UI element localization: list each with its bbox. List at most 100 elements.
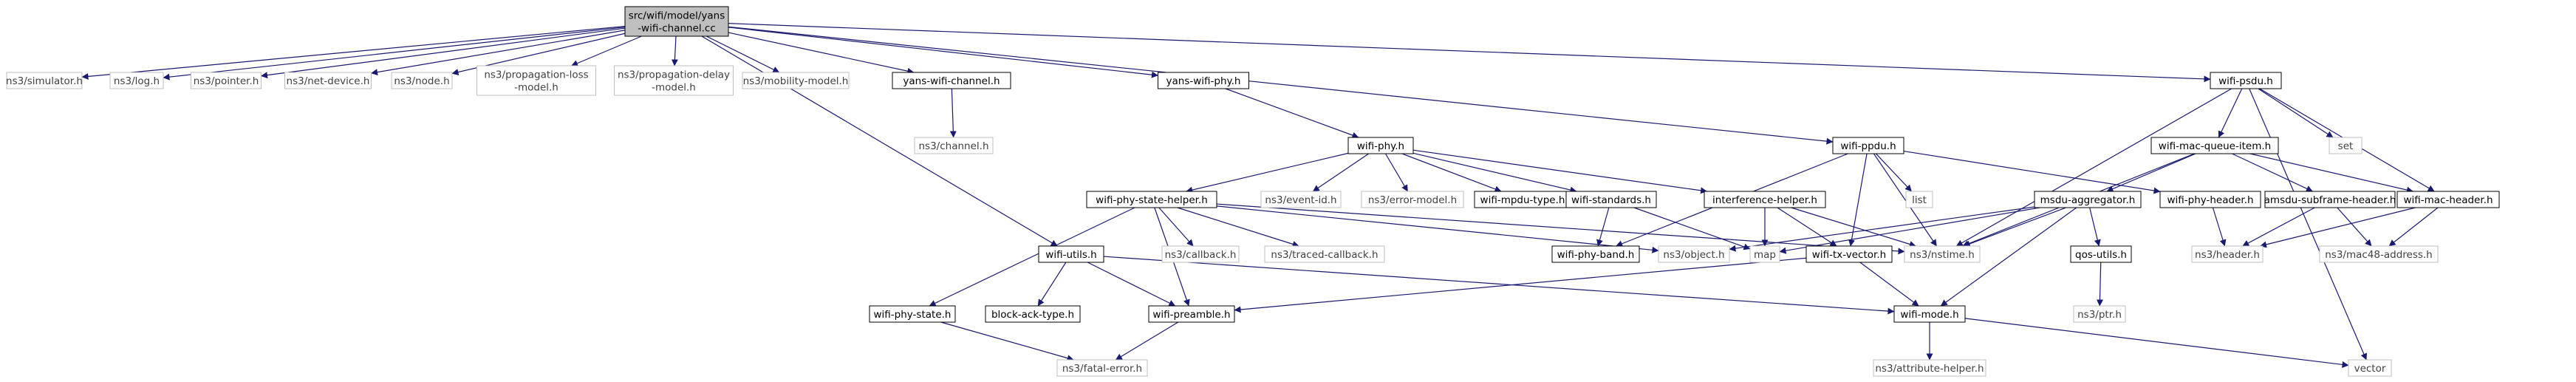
include-edge-root-to-propdelay xyxy=(671,35,678,66)
node-label-preamble: wifi-preamble.h xyxy=(1152,309,1230,321)
include-edge-wifippdu-to-txvector xyxy=(1848,153,1868,247)
node-list: list xyxy=(1905,191,1933,208)
node-netdevice: ns3/net-device.h xyxy=(284,72,372,89)
node-label-wifipsdu: wifi-psdu.h xyxy=(2218,75,2273,87)
node-fatal: ns3/fatal-error.h xyxy=(1056,359,1148,377)
include-edge-wifipsdu-to-set xyxy=(2258,88,2334,138)
node-mpdutype[interactable]: wifi-mpdu-type.h xyxy=(1474,191,1571,208)
node-qosutils[interactable]: qos-utils.h xyxy=(2070,245,2132,263)
node-box-node xyxy=(391,72,453,89)
include-edge-msdu-to-map xyxy=(1779,207,2040,254)
node-box-map xyxy=(1749,245,1780,263)
node-errormodel: ns3/error-model.h xyxy=(1361,191,1464,208)
node-root: src/wifi/model/yans-wifi-channel.cc xyxy=(624,6,729,37)
node-yanschannel[interactable]: yans-wifi-channel.h xyxy=(892,72,1011,89)
include-edge-msdu-to-mode xyxy=(1940,207,2077,307)
node-label-yansphy: yans-wifi-phy.h xyxy=(1166,75,1241,87)
node-box-fatal xyxy=(1056,359,1148,377)
include-edge-amsdu-to-header xyxy=(2242,207,2315,247)
node-blockack[interactable]: block-ack-type.h xyxy=(985,305,1081,323)
node-box-utils xyxy=(1038,245,1104,263)
node-label-phyband: wifi-phy-band.h xyxy=(1557,249,1635,261)
node-label-callback: ns3/callback.h xyxy=(1165,249,1237,261)
node-label-proploss: -model.h xyxy=(514,82,558,94)
node-label-pointer: ns3/pointer.h xyxy=(194,75,259,87)
node-label-map: map xyxy=(1754,249,1776,261)
node-label-list: list xyxy=(1912,194,1927,206)
node-channel: ns3/channel.h xyxy=(914,137,994,154)
node-box-eventid xyxy=(1260,191,1342,208)
node-phystate[interactable]: wifi-phy-state.h xyxy=(869,305,956,323)
include-edge-root-to-proploss xyxy=(571,35,642,66)
include-edge-macqueue-to-msdu xyxy=(2106,153,2196,192)
node-yansphy[interactable]: yans-wifi-phy.h xyxy=(1158,72,1249,89)
include-edge-macqueue-to-macheader xyxy=(2249,153,2413,194)
include-edge-utils-to-blockack xyxy=(1037,262,1067,307)
node-label-ptr: ns3/ptr.h xyxy=(2077,309,2122,321)
node-box-log xyxy=(109,72,164,89)
node-phyheader[interactable]: wifi-phy-header.h xyxy=(2159,191,2261,208)
node-box-yansphy xyxy=(1158,72,1249,89)
node-label-log: ns3/log.h xyxy=(114,75,160,87)
node-label-phyheader: wifi-phy-header.h xyxy=(2167,194,2253,206)
include-edge-wifiphy-to-standards xyxy=(1412,152,1577,194)
node-attrhelper: ns3/attribute-helper.h xyxy=(1873,359,1986,377)
node-utils[interactable]: wifi-utils.h xyxy=(1038,245,1104,263)
include-edge-wifippdu-to-nstime xyxy=(1873,153,1938,247)
node-box-phyheader xyxy=(2159,191,2261,208)
node-pointer: ns3/pointer.h xyxy=(191,72,262,89)
node-phyband[interactable]: wifi-phy-band.h xyxy=(1551,245,1640,263)
node-mode[interactable]: wifi-mode.h xyxy=(1893,305,1966,323)
node-label-simulator: ns3/simulator.h xyxy=(6,75,83,87)
node-label-nstime: ns3/nstime.h xyxy=(1910,249,1975,261)
node-box-ptr xyxy=(2073,305,2126,323)
include-edge-interference-to-txvector xyxy=(1777,207,1837,247)
include-edge-root-to-wifipsdu xyxy=(728,23,2211,83)
node-box-blockack xyxy=(985,305,1081,323)
include-edge-txvector-to-mode xyxy=(1859,262,1919,307)
node-preamble[interactable]: wifi-preamble.h xyxy=(1148,305,1235,323)
node-box-errormodel xyxy=(1361,191,1464,208)
include-edge-wifiphy-to-interference xyxy=(1412,149,1708,194)
node-box-pointer xyxy=(191,72,262,89)
node-box-mode xyxy=(1893,305,1966,323)
node-interference[interactable]: interference-helper.h xyxy=(1704,191,1826,208)
node-txvector[interactable]: wifi-tx-vector.h xyxy=(1805,245,1893,263)
node-mac48: ns3/mac48-address.h xyxy=(2319,245,2439,263)
node-wifippdu[interactable]: wifi-ppdu.h xyxy=(1832,137,1904,154)
node-node: ns3/node.h xyxy=(391,72,453,89)
node-box-header xyxy=(2191,245,2264,263)
node-label-propdelay: -model.h xyxy=(652,82,696,94)
node-macheader[interactable]: wifi-mac-header.h xyxy=(2396,191,2500,208)
node-standards[interactable]: wifi-standards.h xyxy=(1565,191,1657,208)
node-wifipsdu[interactable]: wifi-psdu.h xyxy=(2210,72,2282,89)
node-label-object: ns3/object.h xyxy=(1663,249,1724,261)
node-simulator: ns3/simulator.h xyxy=(6,72,83,89)
include-edge-root-to-utils xyxy=(701,35,1058,247)
include-edge-wifiphy-to-statehelper xyxy=(1186,152,1349,194)
node-msdu[interactable]: msdu-aggregator.h xyxy=(2034,191,2142,208)
include-edge-root-to-mobility xyxy=(706,35,780,73)
include-edge-txvector-to-preamble xyxy=(1234,257,1807,313)
node-label-tracedcb: ns3/traced-callback.h xyxy=(1271,249,1378,261)
include-edge-macqueue-to-amsdu xyxy=(2232,153,2313,192)
include-edge-wifiphy-to-errormodel xyxy=(1384,153,1409,192)
node-statehelper[interactable]: wifi-phy-state-helper.h xyxy=(1086,191,1217,208)
node-amsdu[interactable]: amsdu-subframe-header.h xyxy=(2264,191,2396,208)
node-box-propdelay xyxy=(614,65,734,96)
include-edge-standards-to-map xyxy=(1633,207,1751,250)
node-label-interference: interference-helper.h xyxy=(1712,194,1817,206)
include-edge-statehelper-to-callback xyxy=(1158,207,1194,247)
node-label-macqueue: wifi-mac-queue-item.h xyxy=(2159,140,2271,152)
node-macqueue[interactable]: wifi-mac-queue-item.h xyxy=(2150,137,2279,154)
node-box-statehelper xyxy=(1086,191,1217,208)
node-eventid: ns3/event-id.h xyxy=(1260,191,1342,208)
node-object: ns3/object.h xyxy=(1658,245,1730,263)
node-propdelay: ns3/propagation-delay-model.h xyxy=(614,65,734,96)
include-edge-msdu-to-qosutils xyxy=(2089,207,2101,247)
node-wifiphy[interactable]: wifi-phy.h xyxy=(1347,137,1414,154)
node-label-msdu: msdu-aggregator.h xyxy=(2040,194,2136,206)
include-edge-yansphy-to-wifiphy xyxy=(1225,88,1359,139)
node-box-qosutils xyxy=(2070,245,2132,263)
include-edge-wifipsdu-to-nstime xyxy=(1955,88,2232,247)
